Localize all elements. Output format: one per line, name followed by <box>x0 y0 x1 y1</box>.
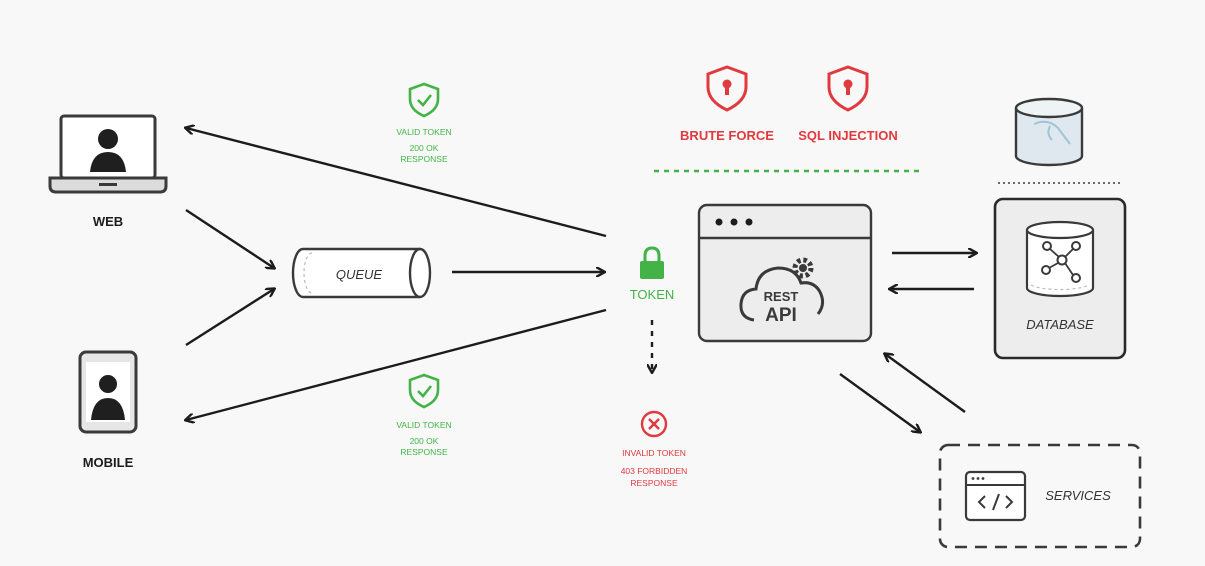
invalid-token-code: 403 FORBIDDEN <box>621 466 688 476</box>
shield-check-icon <box>408 373 440 409</box>
valid-token-bottom-title: VALID TOKEN <box>396 420 451 430</box>
services-box <box>938 443 1142 549</box>
brute-force-label: BRUTE FORCE <box>680 128 774 143</box>
database-icon <box>1025 220 1095 298</box>
code-window-icon <box>964 470 1027 522</box>
services-label: SERVICES <box>1045 488 1111 503</box>
cloud-gear-icon <box>739 257 825 322</box>
sql-injection-label: SQL INJECTION <box>798 128 897 143</box>
database-label: DATABASE <box>1026 317 1094 332</box>
token-label: TOKEN <box>630 287 675 302</box>
valid-token-top-code: 200 OK <box>410 143 439 153</box>
shield-keyhole-icon <box>706 65 748 112</box>
laptop-user-icon <box>48 114 168 194</box>
shield-check-icon <box>408 82 440 118</box>
x-circle-icon <box>640 410 668 438</box>
connection-arrows <box>186 128 976 432</box>
api-api-label: API <box>765 305 797 326</box>
valid-token-top-title: VALID TOKEN <box>396 127 451 137</box>
mysql-dolphin-icon <box>1014 97 1084 167</box>
valid-token-bottom-code: 200 OK <box>410 436 439 446</box>
mobile-label: MOBILE <box>83 455 134 470</box>
queue-label: QUEUE <box>336 267 383 282</box>
invalid-token-title: INVALID TOKEN <box>622 448 686 458</box>
api-rest-label: REST <box>764 289 799 304</box>
queue-cylinder-icon <box>291 247 432 299</box>
web-label: WEB <box>93 214 123 229</box>
valid-token-top-response: RESPONSE <box>400 154 448 164</box>
shield-keyhole-icon <box>827 65 869 112</box>
valid-token-bottom-response: RESPONSE <box>400 447 448 457</box>
invalid-token-response: RESPONSE <box>630 478 678 488</box>
tablet-user-icon <box>78 350 138 434</box>
lock-icon <box>640 246 664 279</box>
